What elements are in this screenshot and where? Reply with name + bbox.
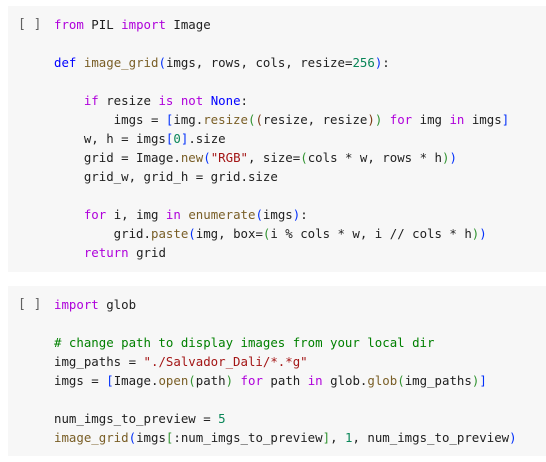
code-line: for i, img in enumerate(imgs): xyxy=(83,207,308,222)
code-line: num_imgs_to_preview = 5 xyxy=(54,411,226,426)
code-line: grid.paste(img, box=(i % cols * w, i // … xyxy=(54,226,487,241)
code-line: w, h = imgs[0].size xyxy=(54,131,226,146)
code-line: grid_w, grid_h = grid.size xyxy=(54,169,278,184)
code-line: imgs = [Image.open(path) for path in glo… xyxy=(54,373,487,388)
code-line xyxy=(54,34,509,53)
code-editor[interactable]: from PIL import Image def image_grid(imgs… xyxy=(54,15,509,262)
code-line xyxy=(54,314,517,333)
code-line xyxy=(54,390,517,409)
code-line: from PIL import Image xyxy=(54,17,211,32)
code-line: # change path to display images from you… xyxy=(54,335,435,350)
code-line xyxy=(54,186,509,205)
code-line: img_paths = "./Salvador_Dali/*.*g" xyxy=(54,354,308,369)
code-line: def image_grid(imgs, rows, cols, resize=… xyxy=(54,55,390,70)
code-line xyxy=(54,72,509,91)
code-cell-1[interactable]: [ ] from PIL import Image def image_grid(… xyxy=(8,6,546,272)
code-line: return grid xyxy=(83,245,166,260)
run-cell-button[interactable]: [ ] xyxy=(18,17,42,32)
code-cell-2[interactable]: [ ] import glob # change path to display … xyxy=(8,286,546,456)
run-cell-button[interactable]: [ ] xyxy=(18,297,42,312)
code-line: imgs = [img.resize((resize, resize)) for… xyxy=(54,112,510,127)
code-editor[interactable]: import glob # change path to display imag… xyxy=(54,295,517,447)
code-line: image_grid(imgs[:num_imgs_to_preview], 1… xyxy=(54,430,517,445)
code-line: import glob xyxy=(54,297,137,312)
code-line: if resize is not None: xyxy=(83,93,249,108)
code-line: grid = Image.new("RGB", size=(cols * w, … xyxy=(54,150,457,165)
